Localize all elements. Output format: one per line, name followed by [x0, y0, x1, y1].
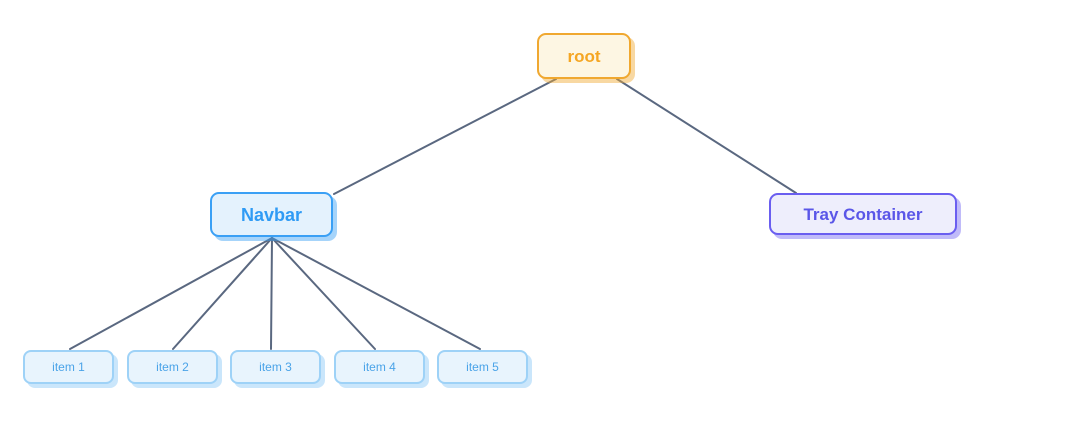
node-item-5-label: item 5	[466, 360, 499, 374]
node-root[interactable]: root	[537, 33, 631, 79]
edge-navbar-item-2	[172, 237, 273, 350]
edge-root-tray	[616, 78, 797, 194]
node-item-4[interactable]: item 4	[334, 350, 425, 384]
node-item-2[interactable]: item 2	[127, 350, 218, 384]
node-navbar-label: Navbar	[240, 204, 303, 225]
edge-root-navbar	[333, 78, 557, 195]
edge-navbar-item-4	[271, 237, 376, 350]
node-tray-container-label: Tray Container	[803, 204, 923, 224]
node-item-4-label: item 4	[363, 360, 396, 374]
node-item-3-label: item 3	[259, 360, 292, 374]
node-root-label: root	[567, 46, 601, 66]
edge-navbar-item-5	[271, 237, 481, 350]
node-item-3[interactable]: item 3	[230, 350, 321, 384]
edge-navbar-item-1	[69, 237, 273, 350]
node-item-1-label: item 1	[52, 360, 85, 374]
node-tray-container[interactable]: Tray Container	[769, 193, 957, 235]
node-item-2-label: item 2	[156, 360, 189, 374]
node-item-5[interactable]: item 5	[437, 350, 528, 384]
edge-navbar-item-3	[270, 237, 273, 350]
node-item-1[interactable]: item 1	[23, 350, 114, 384]
node-navbar[interactable]: Navbar	[210, 192, 333, 237]
